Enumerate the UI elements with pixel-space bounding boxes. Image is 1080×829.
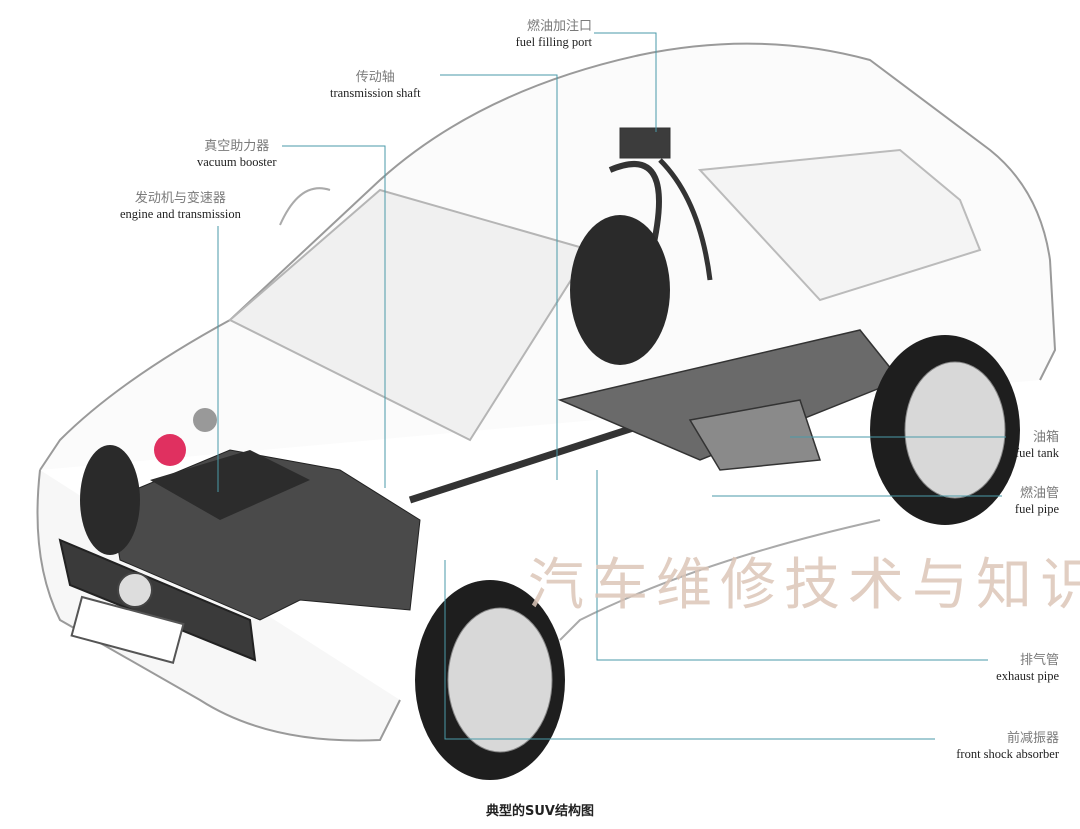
engine-block <box>109 408 421 621</box>
leader-exhaust-pipe <box>596 470 988 661</box>
label-zh: 燃油加注口 <box>526 18 592 33</box>
label-fuel-filling-port: 燃油加注口 fuel filling port <box>516 17 592 51</box>
label-zh: 前减振器 <box>1006 730 1059 745</box>
label-zh: 真空助力器 <box>204 138 270 153</box>
drivetrain <box>408 127 902 504</box>
label-en: exhaust pipe <box>996 669 1059 683</box>
label-en: front shock absorber <box>956 747 1059 761</box>
label-en: vacuum booster <box>197 155 277 169</box>
label-zh: 发动机与变速器 <box>134 190 226 205</box>
watermark: 汽车维修技术与知识 <box>528 553 1080 618</box>
label-en: engine and transmission <box>120 207 241 221</box>
label-zh: 排气管 <box>1019 652 1059 667</box>
leader-lines <box>217 32 1006 740</box>
label-engine-transmission: 发动机与变速器 engine and transmission <box>120 189 241 223</box>
leader-transmission-shaft <box>440 74 558 480</box>
label-front-shock-absorber: 前减振器 front shock absorber <box>956 729 1059 763</box>
label-en: fuel filling port <box>515 35 592 49</box>
label-en: fuel pipe <box>1014 502 1059 516</box>
vw-logo <box>117 572 153 608</box>
wheels <box>80 215 1020 780</box>
label-zh: 油箱 <box>1032 429 1059 444</box>
leader-vacuum-booster <box>282 145 386 488</box>
leader-front-shock <box>444 560 935 740</box>
label-en: transmission shaft <box>330 86 421 100</box>
label-exhaust-pipe: 排气管 exhaust pipe <box>996 651 1059 685</box>
label-en: fuel tank <box>1014 446 1059 460</box>
label-transmission-shaft: 传动轴 transmission shaft <box>330 68 421 102</box>
leader-fuel-filling-port <box>594 32 657 132</box>
label-zh: 燃油管 <box>1019 485 1059 500</box>
label-fuel-pipe: 燃油管 fuel pipe <box>1015 484 1059 518</box>
label-vacuum-booster: 真空助力器 vacuum booster <box>197 137 277 171</box>
figure-caption: 典型的SUV结构图 <box>486 804 594 819</box>
label-zh: 传动轴 <box>355 69 395 84</box>
label-fuel-tank: 油箱 fuel tank <box>1015 428 1059 462</box>
